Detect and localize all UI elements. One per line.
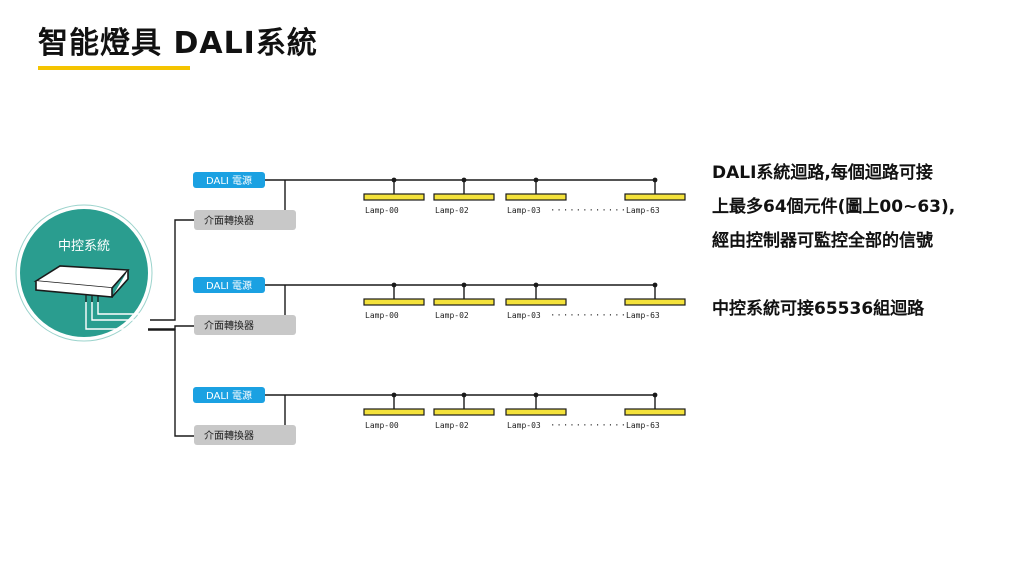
lamp-label: Lamp-03	[507, 421, 541, 430]
lamp-label: Lamp-63	[626, 206, 660, 215]
lamp-label: Lamp-00	[365, 206, 399, 215]
lamp-bar	[433, 298, 495, 306]
lamp-label: Lamp-00	[365, 421, 399, 430]
lamp-bar	[363, 193, 425, 201]
dali-power-box	[193, 387, 265, 403]
description-line-2: 上最多64個元件(圖上00~63),	[712, 197, 956, 217]
controller-device-icon	[33, 265, 130, 302]
junction-dot	[652, 282, 658, 288]
junction-dot	[533, 177, 539, 183]
converter-label: 介面轉換器	[204, 214, 254, 227]
lamp-bar	[505, 298, 567, 306]
lamp-label: Lamp-63	[626, 311, 660, 320]
lamp-bar	[624, 193, 686, 201]
junction-dot	[461, 392, 467, 398]
dali-power-label: DALI 電源	[206, 279, 252, 292]
dali-power-box	[193, 277, 265, 293]
lamp-bar	[363, 298, 425, 306]
converter-label: 介面轉換器	[204, 319, 254, 332]
description-line-3: 經由控制器可監控全部的信號	[712, 231, 933, 251]
lamp-label: Lamp-02	[435, 206, 469, 215]
lamp-bar	[624, 298, 686, 306]
description-line-1: DALI系統迴路,每個迴路可接	[712, 163, 933, 183]
junction-dot	[533, 282, 539, 288]
junction-dot	[391, 177, 397, 183]
lamp-bar	[433, 408, 495, 416]
lamp-label: Lamp-03	[507, 206, 541, 215]
lamp-bar	[624, 408, 686, 416]
controller-wires	[85, 219, 194, 437]
lamp-ellipsis: ············	[550, 421, 627, 431]
converter-box	[194, 425, 296, 445]
junction-dot	[652, 177, 658, 183]
controller-label: 中控系統	[58, 239, 110, 254]
lamp-bar	[363, 408, 425, 416]
junction-dot	[461, 177, 467, 183]
description-line-4: 中控系統可接65536組迴路	[712, 299, 925, 319]
lamp-label: Lamp-00	[365, 311, 399, 320]
title-underline	[38, 66, 190, 70]
lamp-ellipsis: ············	[550, 206, 627, 216]
dali-power-label: DALI 電源	[206, 174, 252, 187]
junction-dot	[391, 282, 397, 288]
lamp-label: Lamp-03	[507, 311, 541, 320]
description: DALI系統迴路,每個迴路可接 上最多64個元件(圖上00~63), 經由控制器…	[712, 156, 1012, 326]
lamp-bar	[505, 193, 567, 201]
junction-dot	[533, 392, 539, 398]
controller: 中控系統	[15, 204, 153, 342]
lamp-label: Lamp-02	[435, 421, 469, 430]
converter-box	[194, 315, 296, 335]
dali-power-box	[193, 172, 265, 188]
dali-power-label: DALI 電源	[206, 389, 252, 402]
lamp-label: Lamp-63	[626, 421, 660, 430]
page-title: 智能燈具 DALI系統	[38, 26, 318, 61]
lamp-bar	[433, 193, 495, 201]
junction-dot	[391, 392, 397, 398]
lamp-bar	[505, 408, 567, 416]
junction-dot	[652, 392, 658, 398]
converter-box	[194, 210, 296, 230]
converter-label: 介面轉換器	[204, 429, 254, 442]
junction-dot	[461, 282, 467, 288]
lamp-ellipsis: ············	[550, 311, 627, 321]
lamp-label: Lamp-02	[435, 311, 469, 320]
